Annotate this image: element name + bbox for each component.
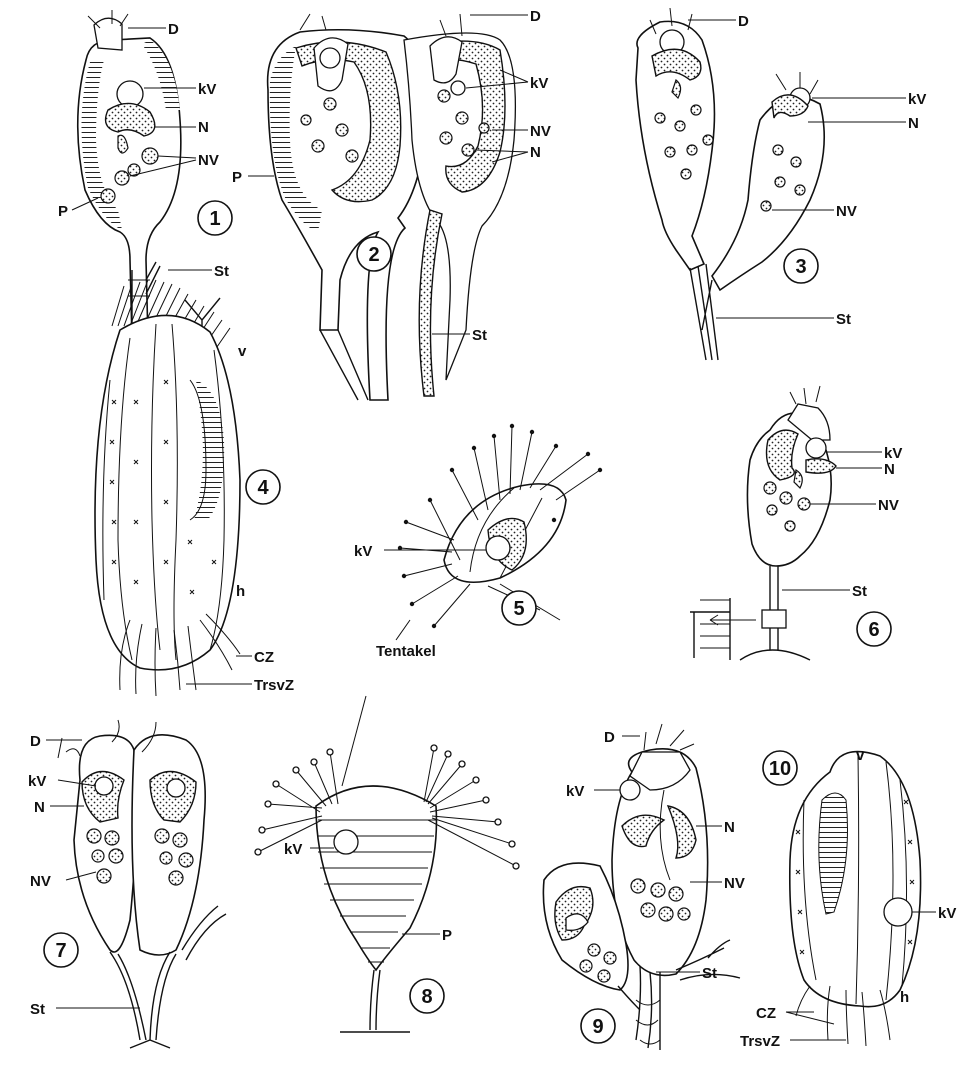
label-n: N — [530, 144, 541, 161]
label-p: P — [232, 169, 242, 186]
label-v: v — [238, 343, 247, 360]
label-kv: kV — [284, 841, 302, 858]
label-n: N — [724, 819, 735, 836]
figure-3: D kV N NV St 3 — [636, 8, 926, 360]
label-nv: NV — [878, 497, 899, 514]
label-kv: kV — [354, 543, 372, 560]
figure-number: 3 — [795, 256, 806, 278]
figure-number: 10 — [769, 758, 791, 780]
label-n: N — [198, 119, 209, 136]
label-st: St — [30, 1001, 45, 1018]
label-cz: CZ — [254, 649, 274, 666]
label-cz: CZ — [756, 1005, 776, 1022]
label-h: h — [236, 583, 245, 600]
figure-6: kV N NV St 6 — [690, 386, 902, 660]
label-nv: NV — [836, 203, 857, 220]
figure-number: 8 — [421, 986, 432, 1008]
label-kv: kV — [566, 783, 584, 800]
figure-number: 9 — [592, 1016, 603, 1038]
label-p: P — [442, 927, 452, 944]
figure-4: v h CZ TrsvZ 4 — [95, 280, 294, 696]
label-st: St — [472, 327, 487, 344]
label-kv: kV — [908, 91, 926, 108]
label-n: N — [908, 115, 919, 132]
label-h: h — [900, 989, 909, 1006]
figure-10: v kV h CZ TrsvZ 10 — [740, 747, 956, 1050]
figure-number: 6 — [868, 619, 879, 641]
label-nv: NV — [198, 152, 219, 169]
label-kv: kV — [884, 445, 902, 462]
label-d: D — [30, 733, 41, 750]
label-n: N — [34, 799, 45, 816]
label-d: D — [604, 729, 615, 746]
label-v: v — [856, 747, 865, 764]
label-d: D — [738, 13, 749, 30]
figure-number: 4 — [257, 477, 269, 499]
label-st: St — [836, 311, 851, 328]
label-n: N — [884, 461, 895, 478]
label-d: D — [168, 21, 179, 38]
label-p: P — [58, 203, 68, 220]
figure-5: kV Tentakel 5 — [354, 424, 602, 660]
label-kv: kV — [530, 75, 548, 92]
label-trsvz: TrsvZ — [740, 1033, 780, 1050]
label-st: St — [214, 263, 229, 280]
figure-8: kV P 8 — [255, 696, 519, 1032]
figure-7: D kV N NV St 7 — [28, 720, 226, 1048]
label-kv: kV — [198, 81, 216, 98]
stalk — [690, 566, 810, 660]
label-kv: kV — [28, 773, 46, 790]
figure-number: 2 — [368, 244, 379, 266]
figure-number: 5 — [513, 598, 524, 620]
figure-number: 1 — [209, 208, 220, 230]
label-nv: NV — [30, 873, 51, 890]
label-nv: NV — [724, 875, 745, 892]
figure-9: D kV N NV St 9 — [543, 724, 744, 1050]
label-nv: NV — [530, 123, 551, 140]
label-kv: kV — [938, 905, 956, 922]
label-trsvz: TrsvZ — [254, 677, 294, 694]
label-d: D — [530, 8, 541, 25]
figure-2: D kV NV N P St 2 — [232, 8, 551, 400]
label-tentakel: Tentakel — [376, 643, 436, 660]
label-st: St — [702, 965, 717, 982]
figure-number: 7 — [55, 940, 66, 962]
label-st: St — [852, 583, 867, 600]
